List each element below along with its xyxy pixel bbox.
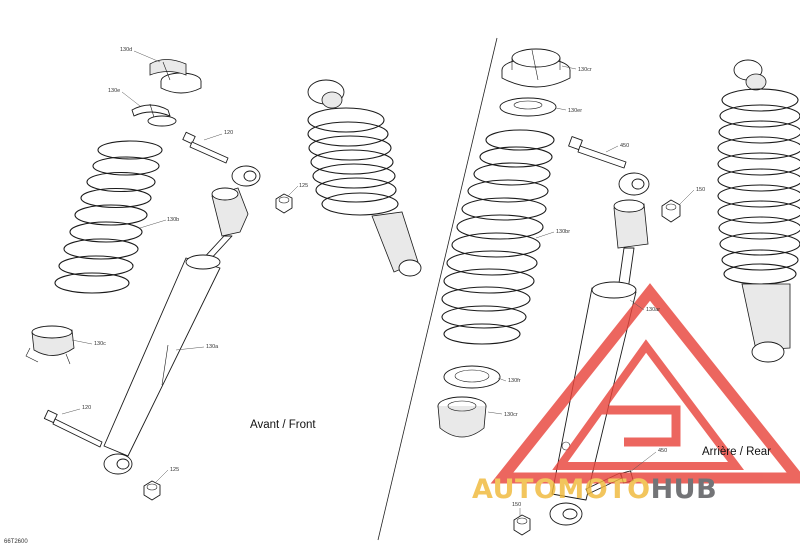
label-450-bottom: 450 [658, 448, 667, 454]
label-130d: 130d [120, 47, 132, 53]
leader-lines [61, 50, 695, 516]
label-150-bottom: 150 [512, 502, 521, 508]
front-nut-125-bottom[interactable] [143, 480, 161, 501]
front-spring-clip-130e[interactable] [131, 103, 177, 127]
watermark-wordmark: AUTOMOTOHUB [472, 474, 717, 505]
watermark-word-hub: HUB [651, 474, 718, 505]
front-shock-assembly[interactable] [307, 79, 422, 277]
label-130cr: 130cr [578, 67, 592, 73]
section-label-front: Avant / Front [250, 419, 316, 431]
label-130b: 130b [167, 217, 179, 223]
front-bolt-120-top[interactable] [182, 131, 229, 164]
front-spring-cup-130d[interactable] [149, 59, 202, 94]
label-130cr-bottom: 130cr [504, 412, 518, 418]
rear-spring-seat-130cr[interactable] [437, 396, 487, 438]
rear-spring-cup-130cr[interactable] [501, 48, 571, 88]
label-130er: 130er [568, 108, 582, 114]
automotohub-watermark: AUTOMOTOHUB [472, 283, 800, 505]
label-130c: 130c [94, 341, 106, 347]
watermark-g-mark [600, 405, 681, 447]
front-nut-125-top[interactable] [275, 193, 293, 214]
label-130fr: 130fr [508, 378, 521, 384]
rear-shock-assembly[interactable] [717, 59, 800, 363]
rear-spring-ring-130er[interactable] [499, 97, 557, 117]
rear-spring-ring-130fr[interactable] [443, 365, 501, 389]
label-150-top: 150 [696, 187, 705, 193]
rear-coil-spring-130br[interactable] [441, 129, 555, 345]
label-450-top: 450 [620, 143, 629, 149]
rear-nut-150-top[interactable] [661, 199, 681, 223]
label-130a: 130a [206, 344, 219, 350]
front-spring-seat-130c[interactable] [25, 325, 75, 365]
watermark-triangle-outer [490, 283, 800, 484]
front-shock-absorber-130a[interactable] [103, 165, 261, 475]
rear-nut-150-bottom[interactable] [513, 514, 531, 536]
section-label-rear: Arrière / Rear [702, 446, 771, 458]
front-bolt-120-bottom[interactable] [43, 409, 103, 448]
label-125-top: 125 [299, 183, 308, 189]
label-130ar: 130ar [646, 307, 660, 313]
label-120-bottom: 120 [82, 405, 91, 411]
section-divider-line [377, 37, 498, 541]
watermark-word-automoto: AUTOMOTO [472, 474, 651, 505]
document-code: 66T2600 [4, 539, 28, 545]
label-130e: 130e [108, 88, 120, 94]
label-125-bottom: 125 [170, 467, 179, 473]
label-130br: 130br [556, 229, 570, 235]
label-120-top: 120 [224, 130, 233, 136]
front-coil-spring-130b[interactable] [54, 140, 163, 294]
rear-bolt-450-top[interactable] [568, 136, 627, 169]
part-labels: 130d 130e 120 125 130b 130c 130a 120 125… [82, 47, 705, 508]
